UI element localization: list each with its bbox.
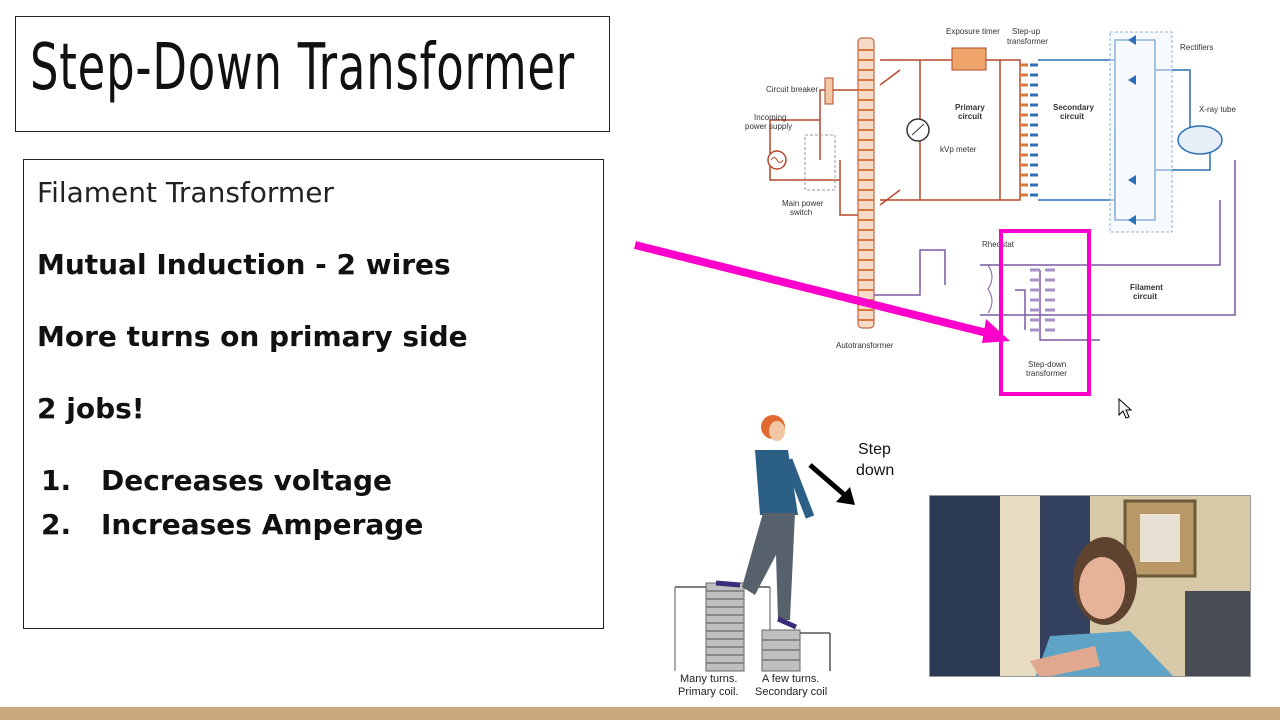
point-more-turns: More turns on primary side [37, 320, 468, 353]
webcam-video [930, 496, 1250, 676]
label-main-switch-2: switch [790, 208, 812, 217]
slide-title: Step-Down Transformer [30, 31, 576, 105]
primary-caption-1: Many turns. [680, 673, 737, 685]
circuit-breaker [824, 77, 834, 105]
rectifiers-box [1109, 31, 1173, 233]
label-primary-2: circuit [958, 112, 982, 121]
label-primary-1: Primary [955, 103, 985, 112]
secondary-caption-1: A few turns. [762, 673, 819, 685]
list-item-decreases-voltage: Decreases voltage [101, 464, 392, 497]
list-item-increases-amperage: Increases Amperage [101, 508, 424, 541]
primary-caption-2: Primary coil. [678, 686, 739, 698]
mouse-cursor-icon [1118, 398, 1133, 419]
label-filament-1: Filament [1130, 283, 1163, 292]
label-secondary-1: Secondary [1053, 103, 1094, 112]
woman-illustration [715, 415, 815, 630]
main-power-switch [804, 134, 836, 191]
point-mutual-induction: Mutual Induction - 2 wires [37, 248, 451, 281]
label-autotransformer: Autotransformer [836, 341, 894, 350]
label-exposure-timer: Exposure timer [946, 27, 1000, 36]
exposure-timer [951, 47, 987, 71]
highlight-arrow [634, 241, 1010, 343]
label-stepdown-1: Step-down [1028, 360, 1066, 369]
label-secondary-2: circuit [1060, 112, 1084, 121]
label-incoming-1: Incoming [754, 113, 786, 122]
label-main-switch-1: Main power [782, 199, 824, 208]
label-stepdown-2: transformer [1026, 369, 1067, 378]
content-box: Filament Transformer Mutual Induction - … [23, 159, 604, 629]
bottom-accent-bar [0, 707, 1280, 720]
label-kvp-meter: kVp meter [940, 145, 977, 154]
slide-subtitle: Filament Transformer [37, 176, 334, 209]
secondary-caption-2: Secondary coil [755, 686, 827, 698]
xray-circuit-diagram: Exposure timer Step-up transformer Recti… [745, 27, 1236, 396]
label-stepup-1: Step-up [1012, 27, 1041, 36]
label-rectifiers: Rectifiers [1180, 43, 1213, 52]
label-xray-tube: X-ray tube [1199, 105, 1236, 114]
list-number-2: 2. [41, 508, 72, 541]
label-filament-2: circuit [1133, 292, 1157, 301]
label-rheostat: Rheostat [982, 240, 1015, 249]
step-label-2: down [856, 462, 894, 479]
point-two-jobs: 2 jobs! [37, 392, 145, 425]
step-down-figure: Step down Many turns. Primary coil. A fe… [674, 415, 894, 698]
list-number-1: 1. [41, 464, 72, 497]
label-incoming-2: power supply [745, 122, 792, 131]
xray-tube-icon [1177, 125, 1223, 155]
label-circuit-breaker: Circuit breaker [766, 85, 818, 94]
title-box: Step-Down Transformer [15, 16, 610, 132]
webcam-overlay [929, 495, 1251, 677]
label-stepup-2: transformer [1007, 37, 1048, 46]
stepdown-highlight-box [999, 229, 1091, 396]
step-label-1: Step [858, 441, 891, 458]
